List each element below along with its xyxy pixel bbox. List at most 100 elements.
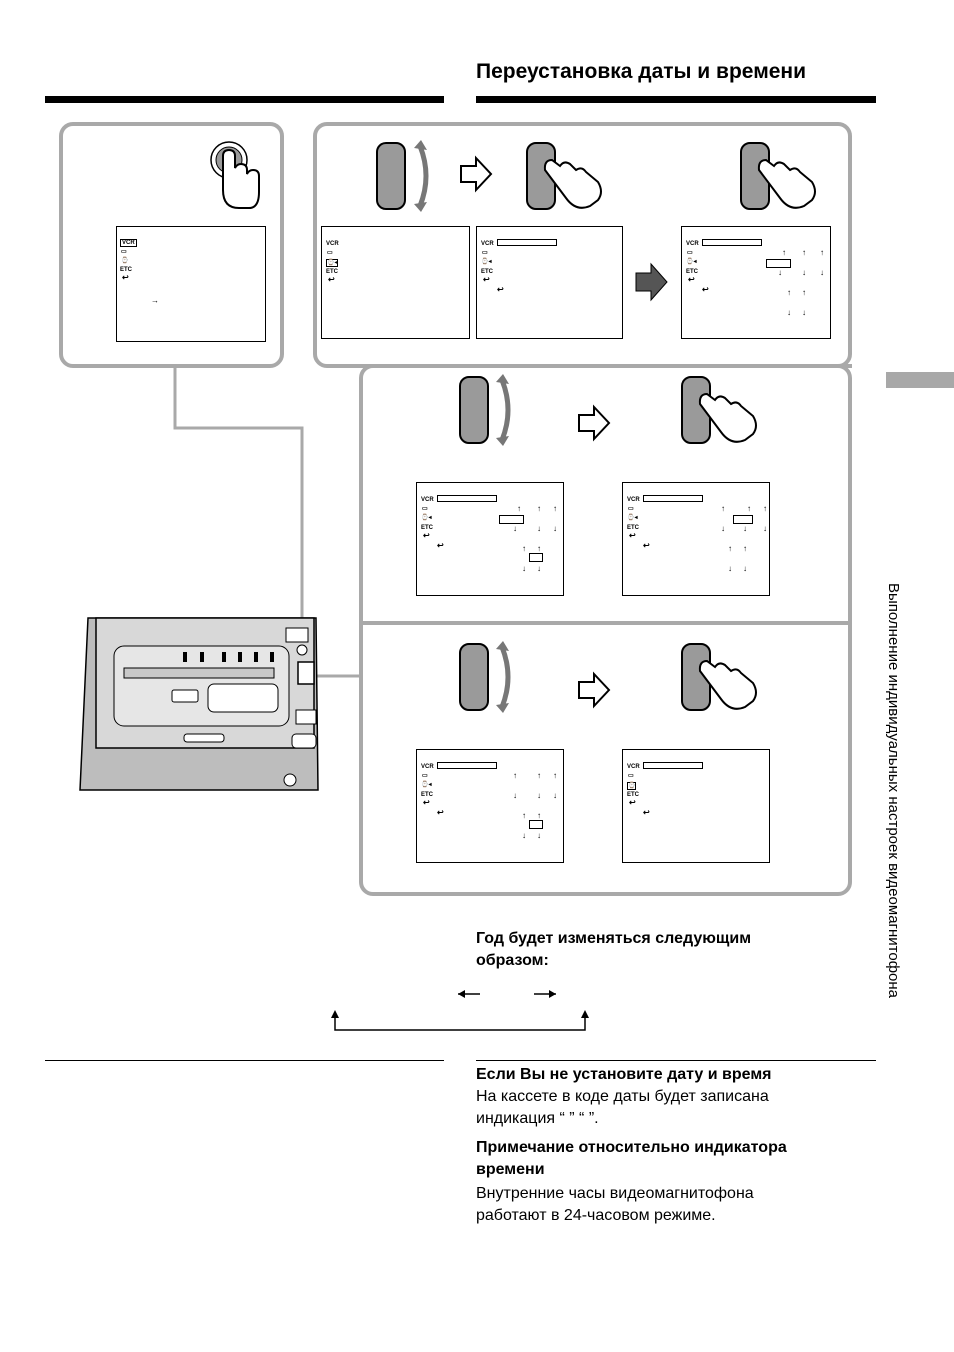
lcd-cassette-icon: ▭ <box>482 250 488 256</box>
lcd-up-arrow: ↑ <box>728 544 732 553</box>
lcd-up-arrow: ↑ <box>721 504 725 513</box>
lcd-vcr-label: VCR <box>120 239 137 247</box>
lcd-screen-6: VCR ▭ ⌚◂ ETC ↩ ↩ ↑ ↑ ↑ ↓ ↓ ↓ ↑ ↑ ↓ ↓ <box>416 749 564 863</box>
note-time-indicator: Примечание относительно индикатора време… <box>476 1137 856 1227</box>
jog-dial-press-icon <box>681 376 757 444</box>
lcd-title-bar <box>437 762 497 769</box>
lcd-title-bar <box>643 762 703 769</box>
jog-dial-press-icon <box>681 643 757 711</box>
lcd-down-arrow: ↓ <box>802 308 806 317</box>
lcd-screen-5: VCR ▭ ⌚◂ ETC ↩ ↩ ↑ ↑ ↑ ↓ ↓ ↓ ↑ ↑ ↓ ↓ <box>622 482 770 596</box>
step1-panel: VCR ▭ ⌚ ETC ↩ → <box>59 122 284 368</box>
lcd-arrow-icon: → <box>151 296 159 305</box>
lcd-up-arrow: ↑ <box>782 248 786 257</box>
lcd-title-bar <box>643 495 703 502</box>
lcd-up-arrow: ↑ <box>513 771 517 780</box>
lcd-title-bar <box>437 495 497 502</box>
footer-rule-left <box>45 1060 444 1061</box>
lcd-clock-icon: ⌚◂ <box>326 259 339 267</box>
lcd-etc-label: ETC <box>326 269 338 275</box>
lcd-clock-icon: ⌚◂ <box>421 782 432 788</box>
lcd-down-arrow: ↓ <box>820 268 824 277</box>
lcd-up-arrow: ↑ <box>763 504 767 513</box>
note-heading: Если Вы не установите дату и время <box>476 1066 772 1083</box>
lcd-field-box <box>529 553 543 562</box>
lcd-up-arrow: ↑ <box>537 504 541 513</box>
lcd-return-icon: ↩ <box>328 275 335 284</box>
lcd-down-arrow: ↓ <box>553 524 557 533</box>
vcr-device-icon <box>79 617 319 791</box>
lcd-title-bar <box>497 239 557 246</box>
lcd-down-arrow: ↓ <box>522 831 526 840</box>
lcd-down-arrow: ↓ <box>743 564 747 573</box>
lcd-up-arrow: ↑ <box>820 248 824 257</box>
lcd-return-icon: ↩ <box>423 798 430 807</box>
lcd-cassette-icon: ▭ <box>687 250 693 256</box>
lcd-down-arrow: ↓ <box>537 831 541 840</box>
year-heading: Год будет изменяться следующим образом: <box>476 930 752 969</box>
lcd-vcr-label: VCR <box>421 764 434 770</box>
lcd-up-arrow: ↑ <box>747 504 751 513</box>
lcd-selected-field <box>529 820 543 829</box>
lcd-cassette-icon: ▭ <box>628 506 634 512</box>
lcd-down-arrow: ↓ <box>802 268 806 277</box>
lcd-clock-icon: ⌚◂ <box>421 515 432 521</box>
lcd-up-arrow: ↑ <box>787 288 791 297</box>
outline-right-arrow-icon <box>460 155 493 193</box>
outline-right-arrow-icon <box>578 671 611 709</box>
footer-rule-right <box>476 1060 876 1061</box>
lcd-vcr-label: VCR <box>421 497 434 503</box>
lcd-down-arrow: ↓ <box>537 791 541 800</box>
page-title: Переустановка даты и времени <box>476 60 807 83</box>
lcd-down-arrow: ↓ <box>728 564 732 573</box>
lcd-return-icon: ↩ <box>483 275 490 284</box>
lcd-cassette-icon: ▭ <box>121 249 127 255</box>
lcd-return-icon: ↩ <box>702 285 709 294</box>
lcd-return-icon: ↩ <box>497 285 504 294</box>
lcd-vcr-label: VCR <box>481 241 494 247</box>
jog-dial-icon <box>459 374 511 446</box>
lcd-vcr-label: VCR <box>686 241 699 247</box>
lcd-down-arrow: ↓ <box>553 791 557 800</box>
lcd-down-arrow: ↓ <box>537 524 541 533</box>
menu-button-icon <box>210 141 260 209</box>
solid-right-arrow-icon <box>635 262 668 302</box>
lcd-down-arrow: ↓ <box>522 564 526 573</box>
lcd-vcr-label: VCR <box>627 497 640 503</box>
lcd-return-icon: ↩ <box>629 531 636 540</box>
lcd-return-icon: ↩ <box>423 531 430 540</box>
lcd-etc-label: ETC <box>627 525 639 531</box>
lcd-up-arrow: ↑ <box>537 544 541 553</box>
lcd-up-arrow: ↑ <box>522 544 526 553</box>
lcd-up-arrow: ↑ <box>553 771 557 780</box>
lcd-return-icon: ↩ <box>643 541 650 550</box>
lcd-up-arrow: ↑ <box>802 248 806 257</box>
lcd-screen-1: VCR ▭ ⌚◂ ETC ↩ <box>321 226 470 339</box>
lcd-down-arrow: ↓ <box>778 268 782 277</box>
lcd-up-arrow: ↑ <box>743 544 747 553</box>
lcd-down-arrow: ↓ <box>513 524 517 533</box>
lcd-etc-label: ETC <box>421 525 433 531</box>
lcd-down-arrow: ↓ <box>787 308 791 317</box>
lcd-up-arrow: ↑ <box>553 504 557 513</box>
lcd-up-arrow: ↑ <box>537 811 541 820</box>
header-rule-left <box>45 96 444 103</box>
lcd-selected-field <box>766 259 791 268</box>
lcd-down-arrow: ↓ <box>721 524 725 533</box>
lcd-selected-field <box>733 515 753 524</box>
note-no-date: Если Вы не установите дату и время На ка… <box>476 1064 836 1130</box>
note-heading: Примечание относительно индикатора време… <box>476 1139 787 1178</box>
lcd-return-icon: ↩ <box>437 808 444 817</box>
lcd-up-arrow: ↑ <box>537 771 541 780</box>
lcd-screen-4: VCR ▭ ⌚◂ ETC ↩ ↩ ↑ ↑ ↑ ↓ ↓ ↓ ↑ ↑ ↓ ↓ <box>416 482 564 596</box>
lcd-up-arrow: ↑ <box>517 504 521 513</box>
lcd-clock-icon: ⌚◂ <box>686 259 697 265</box>
lcd-screen-3: VCR ▭ ⌚◂ ETC ↩ ↩ ↑ ↑ ↑ ↓ ↓ ↓ ↑ ↑ ↓ ↓ <box>681 226 831 339</box>
lcd-cassette-icon: ▭ <box>628 773 634 779</box>
lcd-vcr-label: VCR <box>326 241 339 247</box>
lcd-clock-icon: ⌚◂ <box>627 515 638 521</box>
lcd-down-arrow: ↓ <box>513 791 517 800</box>
panel-divider-2 <box>359 621 852 625</box>
jog-dial-press-icon <box>526 142 602 210</box>
